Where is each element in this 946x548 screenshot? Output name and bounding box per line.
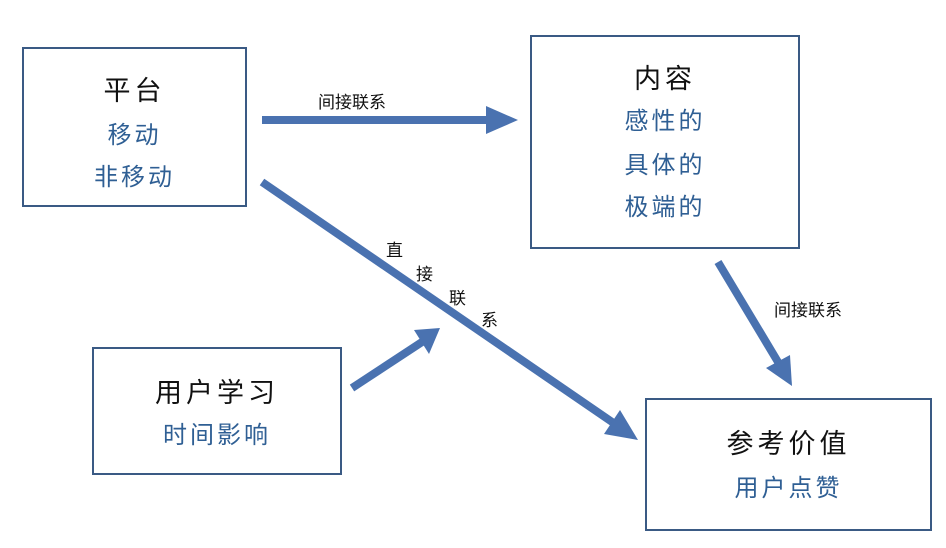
node-learning-title: 用户学习	[155, 378, 279, 409]
node-platform: 平台 移动 非移动	[22, 47, 247, 207]
edge-label-content-value: 间接联系	[774, 301, 842, 321]
arrow-content-to-value	[714, 259, 792, 386]
node-platform-item-mobile: 移动	[107, 121, 162, 149]
arrow-learning-to-link	[349, 328, 440, 392]
node-content-item-emotional: 感性的	[624, 107, 706, 135]
edge-label-direct-char-2: 接	[416, 265, 433, 285]
arrow-platform-to-value	[259, 178, 638, 440]
edge-label-direct-char-3: 联	[449, 289, 466, 309]
node-value-item-likes: 用户点赞	[734, 474, 843, 502]
edge-label-direct-char-1: 直	[386, 241, 403, 261]
node-content-item-concrete: 具体的	[624, 151, 706, 179]
node-content-title: 内容	[634, 64, 696, 95]
node-learning: 用户学习 时间影响	[92, 347, 342, 475]
node-platform-item-nonmobile: 非移动	[94, 163, 175, 191]
node-platform-title: 平台	[103, 76, 166, 107]
node-learning-item-time: 时间影响	[163, 421, 271, 449]
edge-label-direct-char-4: 系	[481, 311, 498, 331]
node-content-item-extreme: 极端的	[624, 193, 706, 221]
edge-label-platform-content: 间接联系	[318, 93, 386, 113]
node-content: 内容 感性的 具体的 极端的	[530, 35, 800, 249]
node-value-title: 参考价值	[726, 429, 851, 460]
node-value: 参考价值 用户点赞	[645, 398, 932, 531]
arrow-platform-to-content	[262, 106, 518, 134]
